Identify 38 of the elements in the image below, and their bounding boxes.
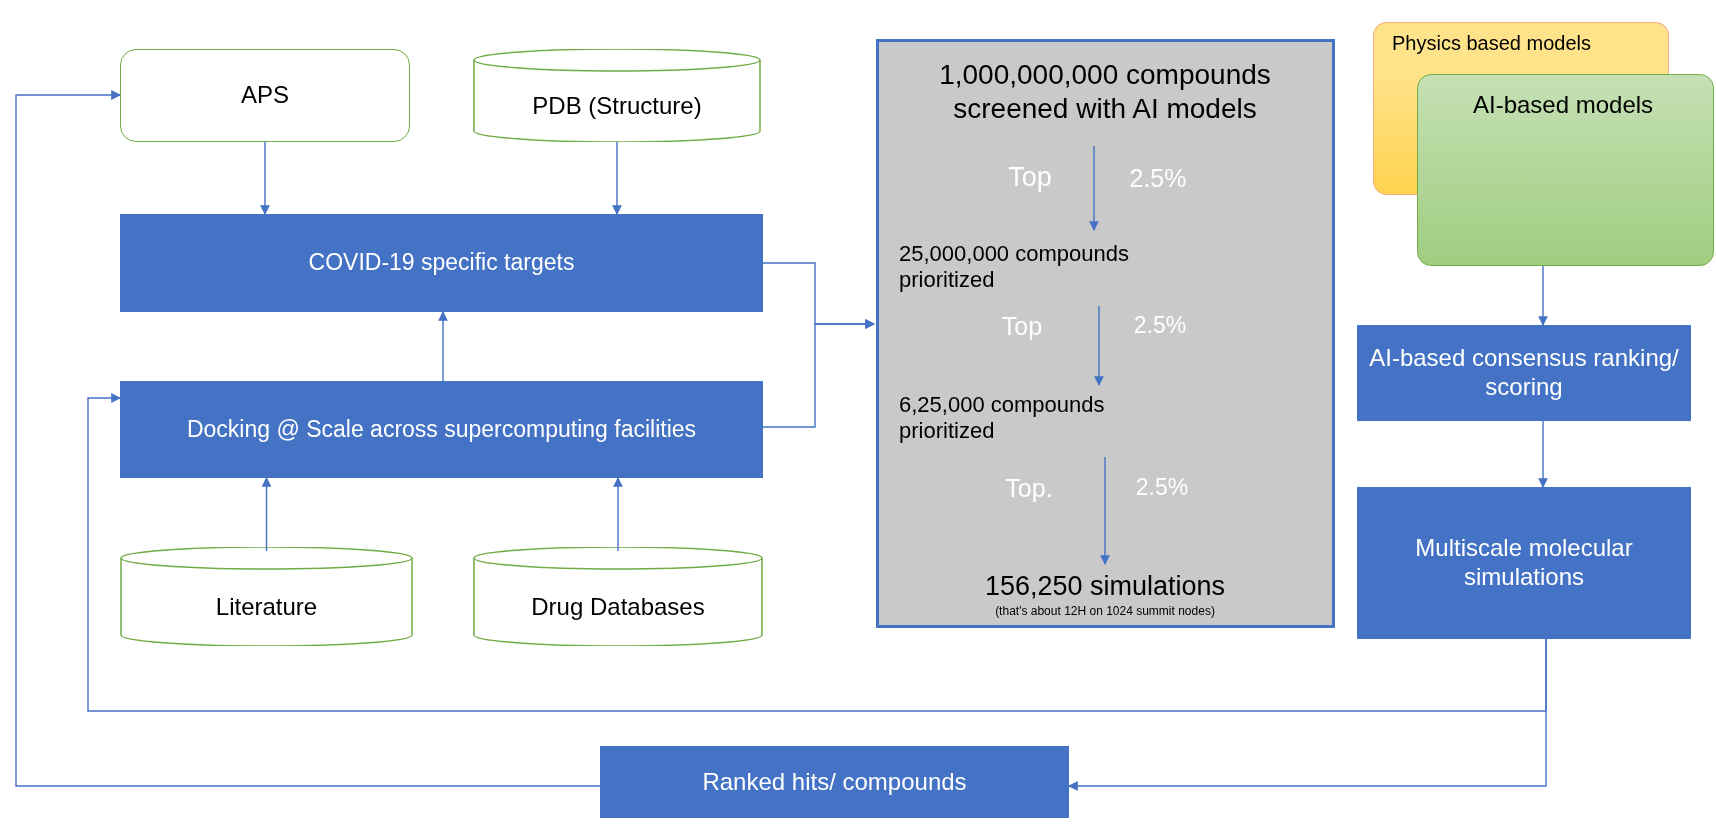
stage-text: 156,250 simulations bbox=[983, 569, 1227, 603]
arrow bbox=[1538, 420, 1548, 488]
arrow bbox=[1100, 456, 1110, 565]
arrow bbox=[438, 311, 448, 382]
node-label: APS bbox=[240, 81, 290, 110]
process-box bbox=[120, 214, 763, 312]
node-label: Multiscale molecular simulations bbox=[1414, 534, 1634, 592]
node-label: PDB (Structure) bbox=[531, 92, 703, 121]
node-label: COVID-19 specific targets bbox=[307, 249, 576, 277]
node-label: Physics based models bbox=[1391, 31, 1592, 55]
arrow bbox=[15, 90, 601, 787]
process-box bbox=[120, 381, 763, 478]
arrow bbox=[87, 393, 1547, 712]
node-label: 6,25,000 compounds prioritized bbox=[898, 391, 1106, 445]
node-label: 1,000,000,000 compounds screened with AI models bbox=[938, 58, 1272, 126]
arrow bbox=[762, 319, 875, 428]
arrow bbox=[261, 477, 272, 552]
footnote-text: (that's about 12H on 1024 summit nodes) bbox=[995, 604, 1215, 619]
process-box bbox=[1357, 487, 1691, 639]
arrow bbox=[260, 141, 270, 215]
node-label: AI-based models bbox=[1472, 91, 1655, 120]
node-label: AI-based consensus ranking/ scoring bbox=[1368, 344, 1680, 402]
arrow bbox=[1538, 265, 1548, 326]
node-label: Docking @ Scale across supercomputing facilities bbox=[185, 415, 698, 444]
arrow bbox=[613, 477, 623, 552]
arrow bbox=[612, 141, 622, 215]
process-box bbox=[1357, 325, 1691, 421]
process-box bbox=[600, 746, 1069, 818]
arrow bbox=[1094, 305, 1104, 386]
arrow bbox=[1089, 145, 1099, 231]
model-card bbox=[1373, 22, 1669, 74]
source-box bbox=[120, 49, 410, 142]
node-label: Ranked hits/ compounds bbox=[701, 767, 968, 797]
node-label: 25,000,000 compounds prioritized bbox=[898, 240, 1130, 294]
model-card bbox=[1417, 74, 1714, 266]
node-label: Drug Databases bbox=[530, 593, 706, 622]
screening-panel bbox=[876, 39, 1335, 628]
node-label: Literature bbox=[214, 593, 319, 622]
